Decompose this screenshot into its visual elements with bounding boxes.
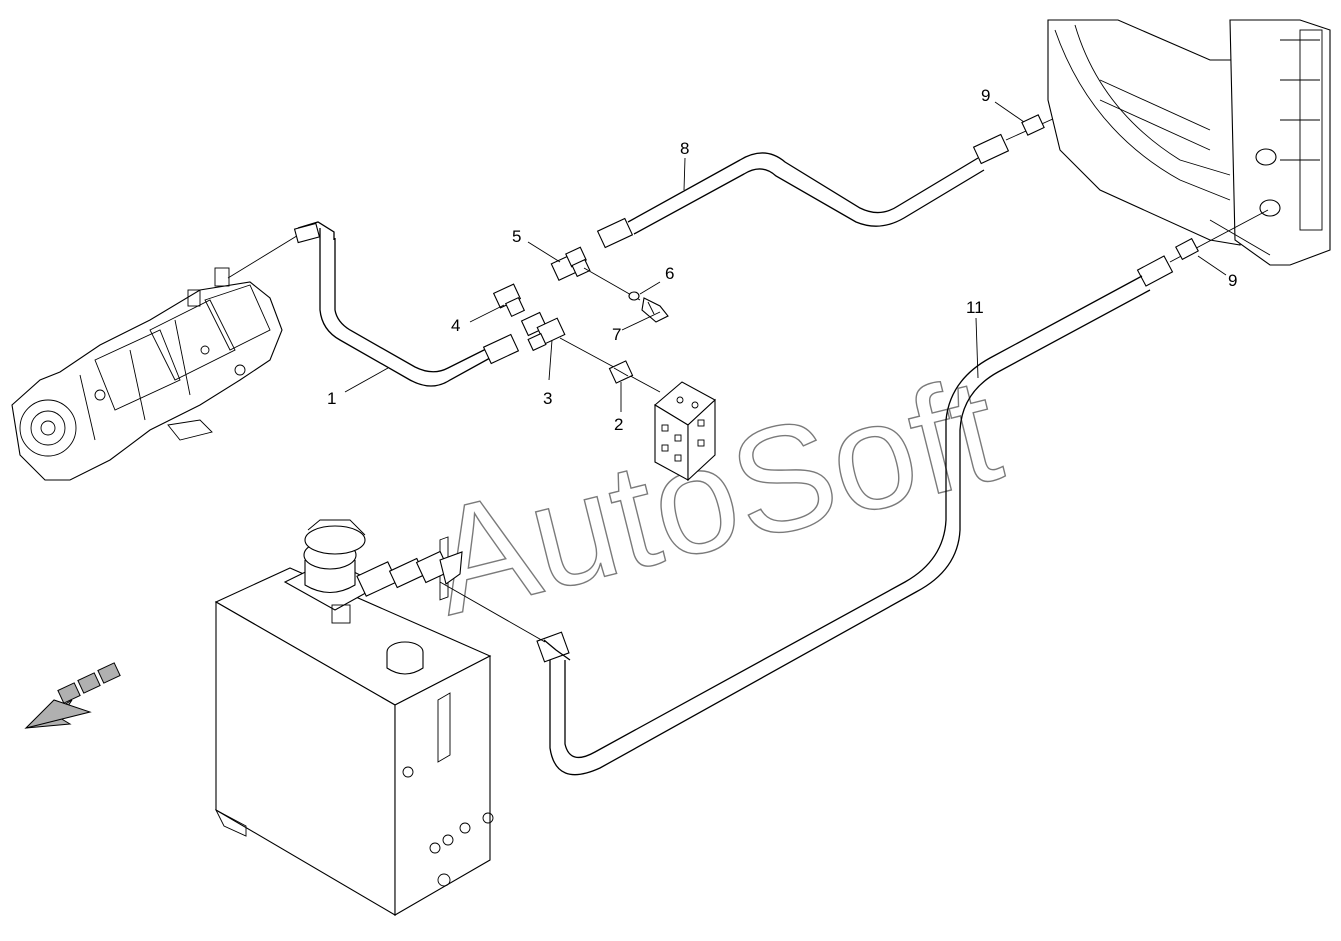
fitting-3 (520, 311, 566, 352)
callout-5: 5 (512, 227, 521, 246)
fitting-5 (550, 246, 591, 281)
hose-8 (596, 133, 1010, 249)
callout-9-top: 9 (981, 86, 990, 105)
hose-11 (536, 255, 1174, 776)
callout-6: 6 (665, 264, 674, 283)
callout-2: 2 (614, 415, 623, 434)
pump-assembly (11, 267, 283, 481)
pump-connection-line (227, 233, 301, 279)
adapter-9-top (1021, 114, 1045, 136)
callout-4: 4 (451, 316, 460, 335)
callout-labels: 1 2 3 4 5 6 7 8 9 9 11 (327, 86, 1237, 434)
o-ring-6 (628, 291, 640, 301)
watermark-text: AutoSoft (415, 344, 1014, 646)
fitting-4 (492, 283, 526, 318)
callout-3: 3 (543, 389, 552, 408)
direction-arrow-icon (24, 662, 121, 729)
callout-9-bottom: 9 (1228, 271, 1237, 290)
callout-1: 1 (327, 389, 336, 408)
callout-8: 8 (680, 139, 689, 158)
cooler-assembly (1047, 19, 1331, 266)
watermark: AutoSoft (415, 344, 1015, 648)
valve-block (654, 381, 716, 482)
hydraulic-tank (214, 519, 494, 916)
callout-11: 11 (966, 298, 984, 317)
callout-leaders (344, 101, 1227, 412)
adapter-2 (608, 360, 634, 384)
sensor-7 (641, 297, 669, 323)
hose-1 (293, 221, 520, 387)
adapter-9-bottom (1175, 237, 1199, 261)
callout-7: 7 (612, 325, 621, 344)
